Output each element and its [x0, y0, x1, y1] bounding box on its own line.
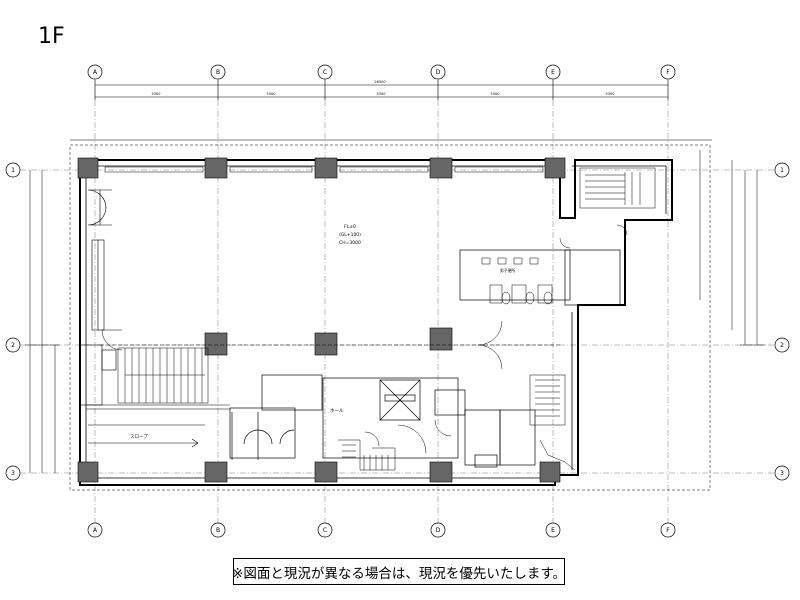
- column: [429, 327, 453, 351]
- dimension-values: 5300 5300 5300 5300 5300 26500: [152, 80, 615, 96]
- grid-label: 3: [11, 470, 15, 477]
- svg-text:5300: 5300: [606, 92, 615, 96]
- grid-bubble: [430, 522, 446, 538]
- slope-label: スロープ: [130, 434, 148, 440]
- grid-label: E: [551, 527, 555, 534]
- column: [77, 461, 99, 483]
- grid-label: D: [436, 69, 441, 76]
- left-lower-area: [79, 344, 230, 410]
- column: [204, 157, 228, 179]
- left-inner-walls: [91, 239, 105, 331]
- grid-bubble: [430, 64, 446, 80]
- grid-label: B: [216, 527, 220, 534]
- floor-label: 1F: [38, 24, 65, 49]
- svg-text:5300: 5300: [491, 92, 500, 96]
- svg-text:5300: 5300: [267, 92, 276, 96]
- office-ceiling-height: CH=3000: [339, 240, 361, 246]
- column: [544, 157, 566, 179]
- grid-label: A: [93, 69, 98, 76]
- door-swings: [101, 224, 628, 447]
- grid-bubble-labels-side: 1 2 3 1 2 3: [11, 167, 784, 477]
- svg-text:5300: 5300: [152, 92, 161, 96]
- grid-label: A: [93, 527, 98, 534]
- grid-bubble: [774, 465, 790, 481]
- grid-bubble: [774, 162, 790, 178]
- grid-bubble: [317, 522, 333, 538]
- structural-columns: [77, 157, 566, 483]
- grid-bubble: [210, 522, 226, 538]
- grid-label: F: [666, 69, 670, 76]
- grid-label: D: [436, 527, 441, 534]
- grid-bubble: [87, 522, 103, 538]
- toilet-label: 男子便所: [500, 268, 515, 273]
- grid-label: 1: [780, 167, 784, 174]
- right-core-rooms: [434, 249, 621, 468]
- window-strips: [104, 166, 544, 173]
- grid-bubble: [660, 64, 676, 80]
- grid-bubble: [5, 337, 21, 353]
- grid-label: 1: [11, 167, 15, 174]
- office-gl: (GL+100): [339, 232, 361, 238]
- column: [314, 157, 338, 179]
- column: [314, 332, 338, 356]
- hall-label: ホール: [330, 408, 344, 414]
- notice-box: ※図面と現況が異なる場合は、現況を優先いたします。: [232, 558, 566, 585]
- office-label: FL±0 (GL+100) CH=3000: [339, 224, 361, 246]
- grid-bubble: [317, 64, 333, 80]
- grid-bubble-labels-top: A B C D E F: [93, 69, 670, 76]
- stair-hall: [338, 424, 427, 471]
- svg-text:26500: 26500: [374, 80, 385, 84]
- stair-right-top: [579, 167, 656, 209]
- column: [539, 461, 561, 483]
- grid-bubble: [87, 64, 103, 80]
- grid-bubble: [545, 522, 561, 538]
- stair-right-lower: [529, 374, 576, 471]
- grid-bubble: [545, 64, 561, 80]
- column: [77, 157, 99, 179]
- grid-label: B: [216, 69, 220, 76]
- column: [314, 461, 338, 483]
- grid-label: C: [323, 69, 327, 76]
- toilet-fixtures: [481, 257, 553, 305]
- notice-text: ※図面と現況が異なる場合は、現況を優先いたします。: [232, 565, 566, 582]
- grid-bubble: [660, 522, 676, 538]
- slope-arrow: [88, 424, 205, 448]
- grid-bubble: [5, 465, 21, 481]
- grid-lines: [20, 78, 780, 523]
- column: [429, 461, 453, 483]
- hall-area: [322, 377, 459, 459]
- grid-bubbles-bottom: [87, 522, 676, 538]
- grid-label: E: [551, 69, 555, 76]
- grid-bubble: [774, 337, 790, 353]
- entrance-doors: [87, 189, 112, 226]
- column: [429, 157, 453, 179]
- svg-text:5300: 5300: [377, 92, 386, 96]
- central-lower-rooms: [229, 374, 323, 460]
- column: [204, 461, 228, 483]
- stair-left: [117, 347, 209, 404]
- grid-bubbles-side: [5, 162, 790, 481]
- grid-bubble: [5, 162, 21, 178]
- column: [204, 332, 228, 356]
- grid-label: F: [666, 527, 670, 534]
- grid-label: 2: [11, 342, 15, 349]
- grid-label: 2: [780, 342, 784, 349]
- site-boundary: [69, 144, 711, 491]
- grid-bubble: [210, 64, 226, 80]
- exterior-walls: [79, 159, 673, 486]
- side-dimension-lines: [25, 150, 765, 473]
- grid-bubbles-top: [87, 64, 676, 80]
- grid-bubble-labels-bottom: A B C D E F: [93, 527, 670, 534]
- grid-label: 3: [780, 470, 784, 477]
- top-dimension-lines: [70, 80, 712, 141]
- grid-label: C: [323, 527, 327, 534]
- office-floor-level: FL±0: [344, 224, 356, 230]
